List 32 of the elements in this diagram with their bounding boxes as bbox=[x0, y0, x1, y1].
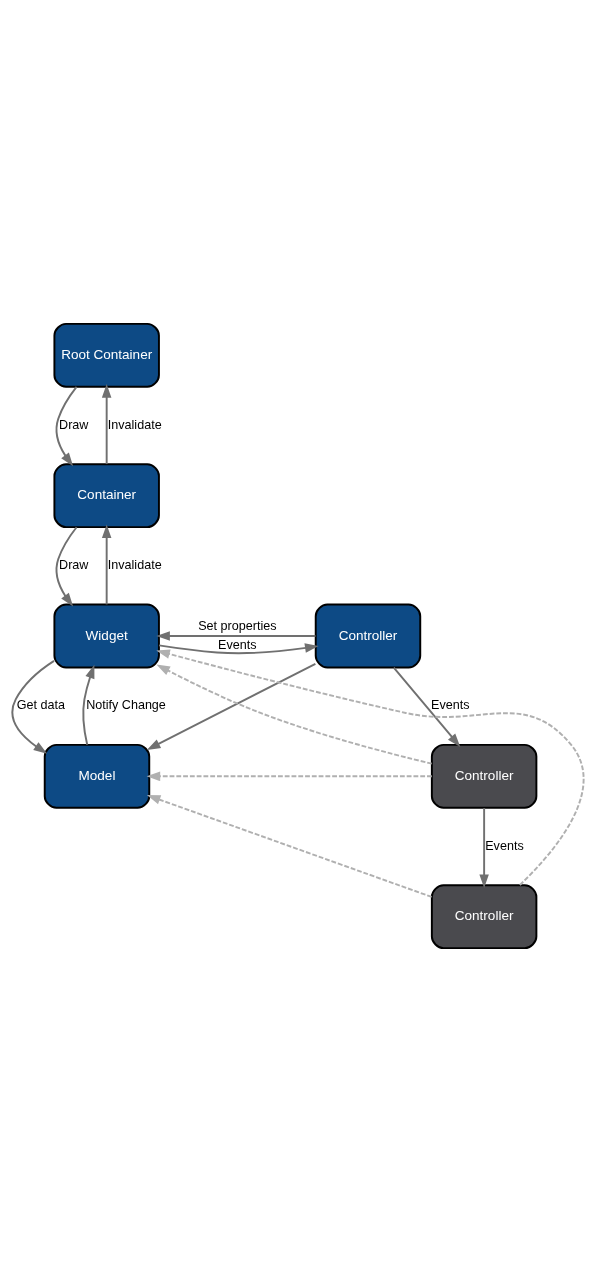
edge-label: Draw bbox=[59, 417, 89, 432]
edge-label: Set properties bbox=[198, 618, 277, 633]
node-box: Model bbox=[43, 743, 151, 809]
arrow bbox=[82, 664, 95, 746]
edge-label: Events bbox=[485, 838, 524, 853]
node-box: Controller bbox=[430, 884, 538, 950]
arrow bbox=[11, 659, 55, 754]
arrow bbox=[392, 666, 461, 747]
arrow bbox=[156, 649, 585, 886]
node-box: Container bbox=[53, 463, 160, 529]
arrow bbox=[146, 795, 433, 898]
edge-label: Draw bbox=[59, 558, 89, 573]
node-box: Root Container bbox=[53, 322, 160, 388]
arrow bbox=[101, 524, 112, 606]
arrow bbox=[55, 385, 78, 467]
arrow bbox=[55, 526, 78, 607]
edge-label: Events bbox=[218, 637, 257, 652]
edge-label: Notify Change bbox=[86, 698, 166, 713]
arrow bbox=[156, 631, 317, 641]
node-box: Controller bbox=[314, 603, 422, 669]
arrow bbox=[156, 664, 433, 765]
edge-label: Invalidate bbox=[107, 558, 162, 573]
node-box: Controller bbox=[430, 743, 538, 809]
arrow bbox=[146, 771, 433, 782]
edge-label: Get data bbox=[16, 698, 65, 713]
edge-label: Invalidate bbox=[107, 417, 162, 432]
arrow bbox=[479, 807, 489, 888]
node-box: Widget bbox=[53, 603, 160, 669]
arrow bbox=[101, 384, 112, 466]
edge-label: Events bbox=[431, 698, 470, 713]
arrow bbox=[146, 662, 317, 750]
arrow bbox=[158, 643, 319, 655]
